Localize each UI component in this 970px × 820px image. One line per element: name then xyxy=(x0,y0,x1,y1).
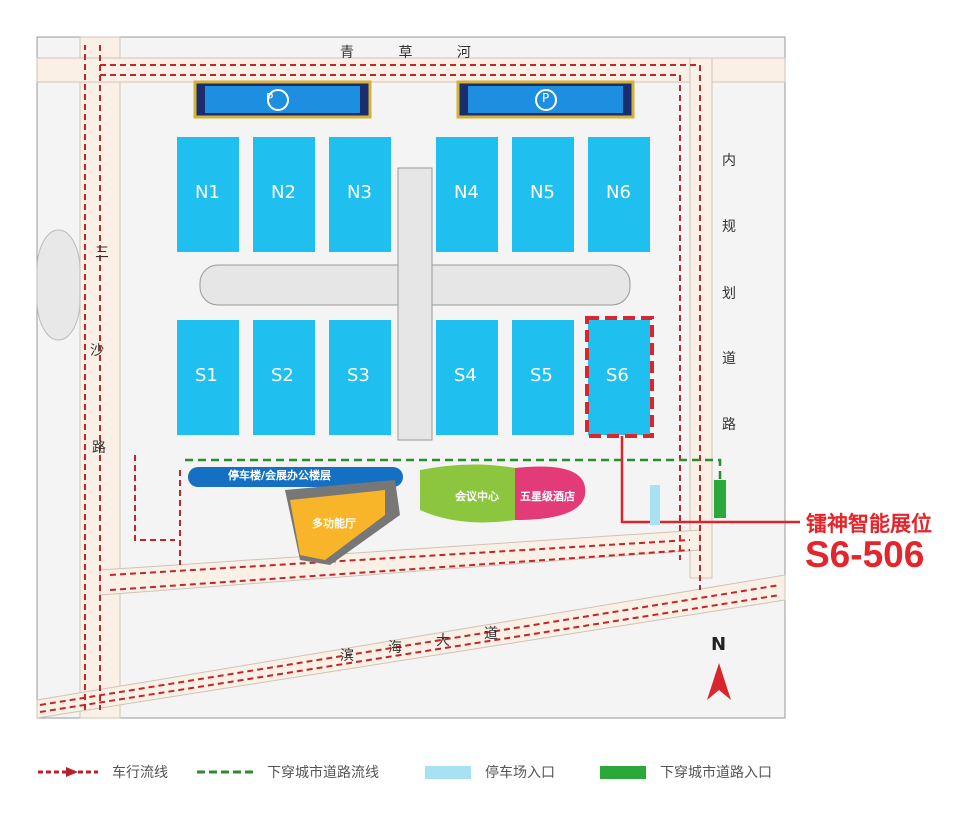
parking-p-icon: P xyxy=(266,91,274,105)
parking-office-building xyxy=(188,467,403,487)
compass-label: N xyxy=(711,634,727,655)
hall-n4 xyxy=(436,137,498,252)
hall-s4 xyxy=(436,320,498,435)
hall-n2 xyxy=(253,137,315,252)
hall-n6 xyxy=(588,137,650,252)
parking-office-label: 停车楼/会展办公楼层 xyxy=(228,469,332,482)
underpass-entrance xyxy=(714,480,726,518)
hall-label: S4 xyxy=(454,365,477,386)
legend-underpass-route: 下穿城市道路流线 xyxy=(197,762,379,782)
hall-n3 xyxy=(329,137,391,252)
hall-label: N2 xyxy=(271,182,296,203)
parking-p-icon: P xyxy=(542,91,550,105)
hall-s6 xyxy=(588,320,650,435)
road-north-label: 青 草 河 xyxy=(340,45,491,61)
concourse xyxy=(199,167,631,441)
car-route-swatch xyxy=(38,767,98,777)
underpass-route xyxy=(185,458,722,515)
hall-s2 xyxy=(253,320,315,435)
legend-label: 下穿城市道路流线 xyxy=(267,765,379,781)
legend-underpass-entrance: 下穿城市道路入口 xyxy=(600,762,772,782)
hall-label: N6 xyxy=(606,182,631,203)
hall-label: S3 xyxy=(347,365,370,386)
hall-label: N1 xyxy=(195,182,220,203)
hall-label: S2 xyxy=(271,365,294,386)
underpass-entrance-swatch xyxy=(600,765,646,779)
roads xyxy=(36,36,786,719)
hall-label: S6 xyxy=(606,365,629,386)
parking-strips xyxy=(193,80,635,119)
booth-code: S6-506 xyxy=(805,534,925,575)
hall-n1 xyxy=(177,137,239,252)
hotel-building xyxy=(515,466,586,520)
halls xyxy=(177,137,650,435)
hall-s1 xyxy=(177,320,239,435)
north-arrow-icon xyxy=(707,663,731,700)
hall-s5 xyxy=(512,320,574,435)
hall-label: S1 xyxy=(195,365,218,386)
conference-building xyxy=(420,464,515,523)
hall-n5 xyxy=(512,137,574,252)
legend-label: 下穿城市道路入口 xyxy=(660,765,772,781)
hall-label: N4 xyxy=(454,182,479,203)
conference-label: 会议中心 xyxy=(455,490,499,503)
hall-label: S5 xyxy=(530,365,553,386)
hall-label: N3 xyxy=(347,182,372,203)
booth-leader-line xyxy=(620,436,800,524)
car-route xyxy=(39,45,781,713)
parking-entrance-swatch xyxy=(425,765,471,779)
legend-parking-entrance: 停车场入口 xyxy=(425,762,555,782)
s6-highlight xyxy=(585,316,654,438)
legend-car-route: 车行流线 xyxy=(38,762,168,782)
parking-entrance xyxy=(650,485,660,525)
legend-label: 停车场入口 xyxy=(485,765,555,781)
multi-hall-building xyxy=(290,490,385,560)
legend-label: 车行流线 xyxy=(112,765,168,781)
hotel-label: 五星级酒店 xyxy=(520,490,575,503)
multi-hall-label: 多功能厅 xyxy=(312,517,356,530)
hall-s3 xyxy=(329,320,391,435)
booth-name: 镭神智能展位 xyxy=(806,512,932,536)
underpass-route-swatch xyxy=(197,770,253,774)
hall-label: N5 xyxy=(530,182,555,203)
